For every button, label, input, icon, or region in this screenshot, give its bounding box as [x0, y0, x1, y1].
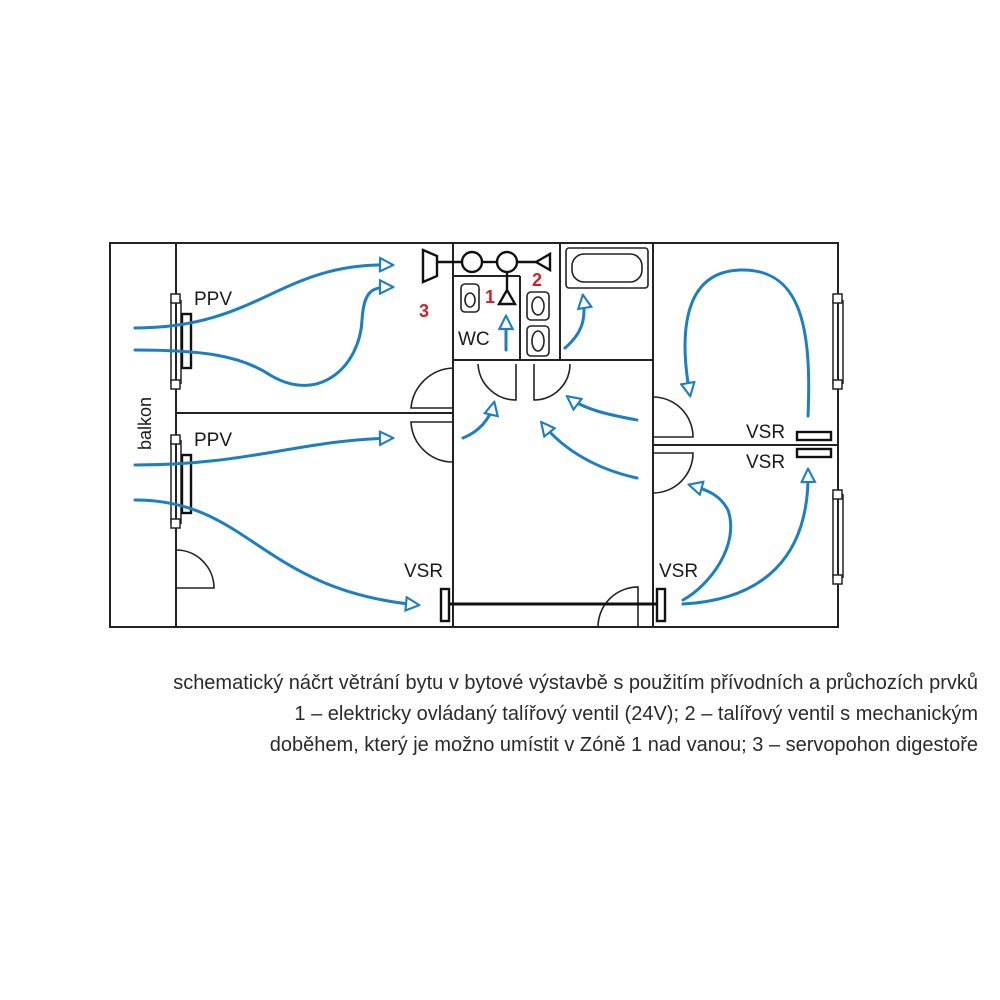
plate-valve-2-icon [533, 251, 552, 273]
airflow-6 [568, 397, 639, 422]
window-bottom-left-end-1 [170, 434, 181, 445]
window-top-right-end-1 [832, 293, 843, 304]
bathtub [565, 247, 649, 289]
airflow-1 [133, 265, 392, 330]
vsr-left-label: VSR [404, 561, 443, 582]
figure-caption: schematický náčrt větrání bytu v bytové … [0, 668, 978, 761]
toilet [460, 283, 480, 313]
airflow-7 [542, 423, 639, 480]
door-balcony-room [175, 549, 215, 589]
ppv-top-element [180, 312, 193, 370]
valve-circle-right [495, 250, 519, 274]
ppv-top-label: PPV [194, 289, 232, 310]
vent-elements [180, 312, 833, 623]
caption-line-1: schematický náčrt větrání bytu v bytové … [173, 672, 978, 694]
window-top-left-end-2 [170, 379, 181, 390]
airflow-3 [133, 438, 392, 467]
airflow-2 [133, 287, 392, 387]
vsr-mid-element [655, 587, 667, 623]
ppv-bottom-element [180, 453, 193, 515]
vsr-right-top-element [795, 430, 833, 442]
window-top-left-end-1 [170, 293, 181, 304]
ppv-bottom-label: PPV [194, 430, 232, 451]
fixtures [460, 247, 649, 357]
doors [175, 363, 694, 628]
door-right-bottom [652, 452, 694, 494]
vsr-right-top-label: VSR [746, 422, 785, 443]
door-left-bottom [410, 421, 454, 463]
door-wc [477, 363, 517, 401]
exhaust-duct-system [421, 248, 552, 306]
valve-circle-left [460, 250, 484, 274]
airflow-12 [681, 470, 808, 606]
hood-servo-icon [421, 248, 439, 284]
sink-bottom [526, 325, 550, 357]
airflows [133, 265, 811, 606]
wc-label: WC [458, 329, 490, 350]
balkon-label: balkon [135, 397, 155, 450]
door-right-top [652, 396, 694, 438]
walls [109, 242, 839, 628]
airflow-4 [133, 498, 418, 605]
vsr-left-element [439, 587, 451, 623]
caption-line-3: doběhem, který je možno umístit v Zóně 1… [269, 734, 978, 756]
number-2: 2 [532, 270, 542, 290]
door-bath [533, 363, 571, 401]
plate-valve-1-icon [496, 287, 518, 306]
window-bottom-right-end-1 [832, 489, 843, 500]
caption-line-2: 1 – elektricky ovládaný talířový ventil … [294, 703, 978, 725]
vsr-right-bottom-label: VSR [746, 452, 785, 473]
airflow-10 [685, 268, 811, 418]
window-bottom-right-end-2 [832, 574, 843, 585]
number-1: 1 [485, 287, 495, 307]
airflow-11 [681, 485, 733, 602]
door-entrance [597, 586, 639, 628]
sink-top [526, 291, 550, 321]
window-top-right-end-2 [832, 379, 843, 390]
vsr-right-bottom-element [795, 447, 833, 459]
vsr-mid-label: VSR [659, 561, 698, 582]
bathtub-inner [571, 253, 643, 283]
airflow-8 [563, 296, 584, 350]
outer-wall [109, 242, 839, 628]
door-left-top [410, 367, 454, 409]
number-3: 3 [419, 301, 429, 321]
window-bottom-left-end-2 [170, 518, 181, 529]
airflow-5 [461, 403, 494, 440]
